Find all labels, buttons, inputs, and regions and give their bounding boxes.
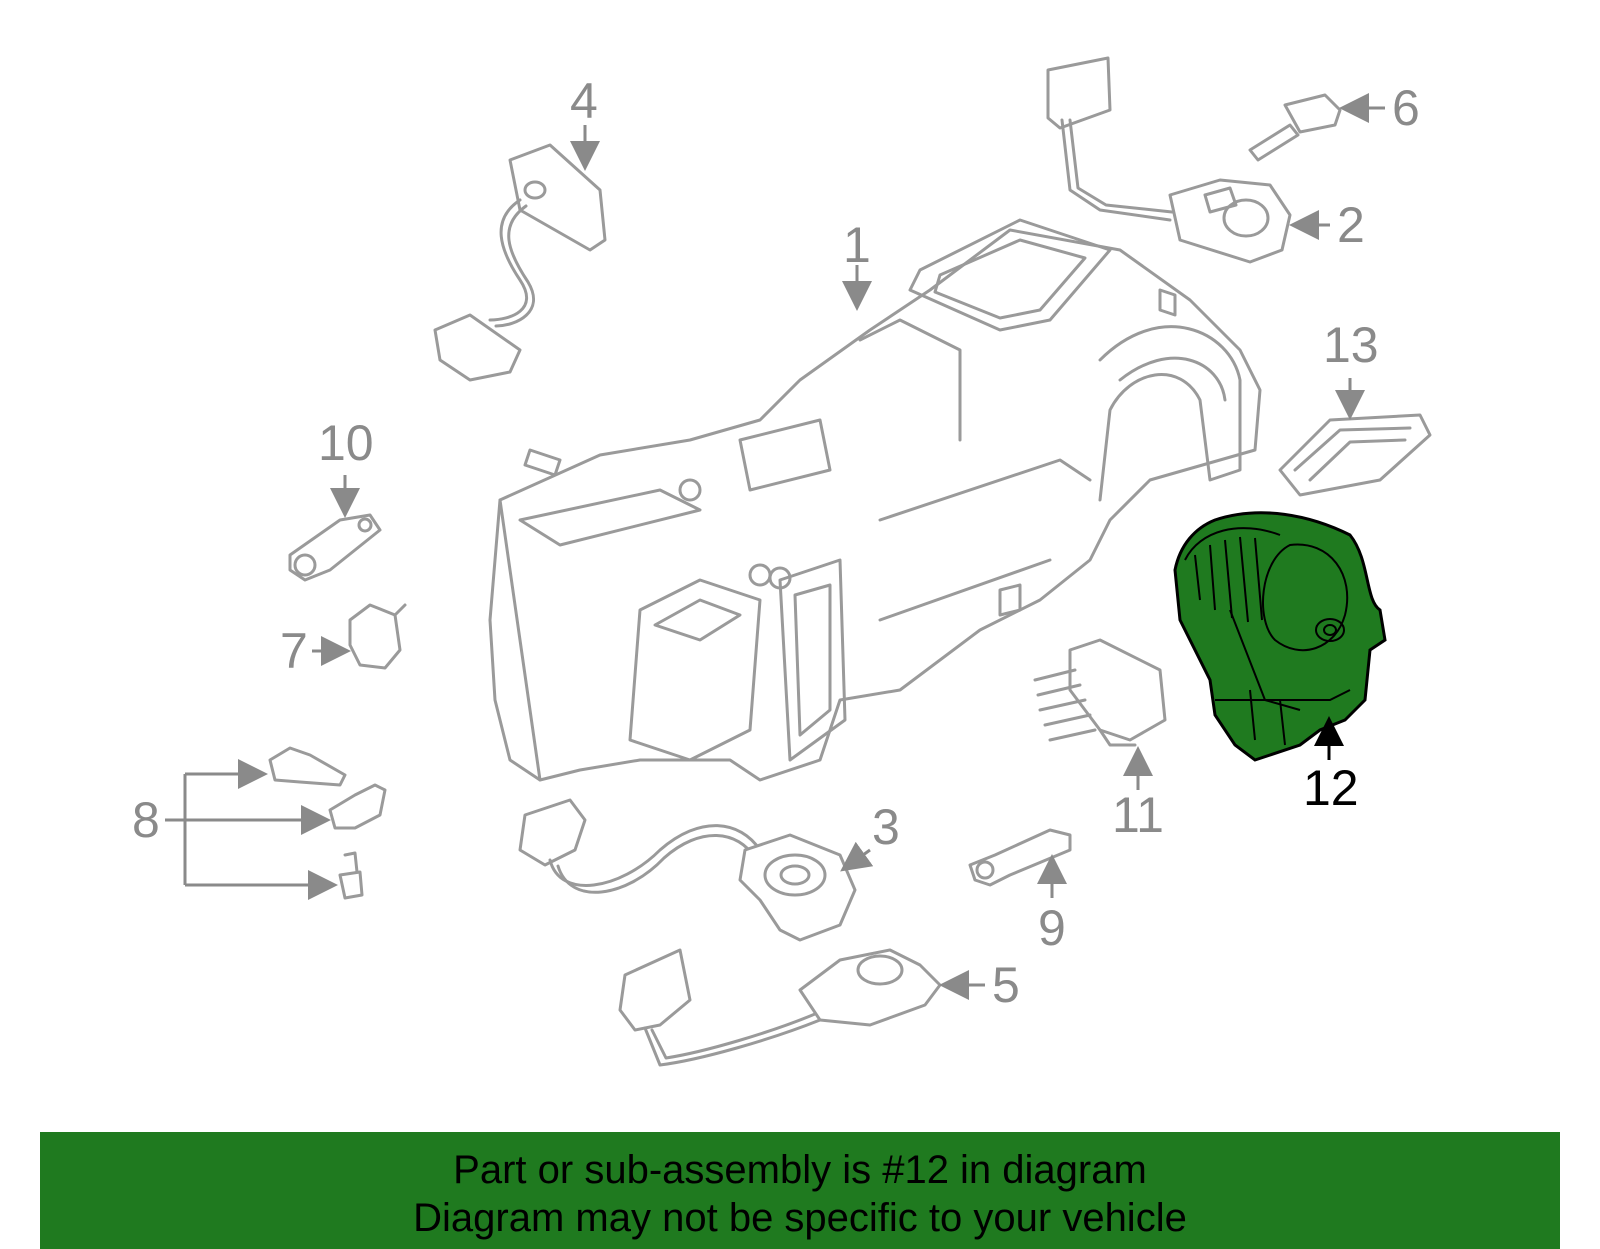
part-1-hvac-housing (488, 218, 1262, 782)
part-2-actuator (1046, 56, 1292, 264)
part-13-filter (1278, 413, 1432, 497)
callout-2: 2 (1337, 197, 1365, 253)
callout-3: 3 (872, 799, 900, 855)
parts-diagram: 1 2 3 4 5 6 7 8 9 10 11 12 13 (132, 56, 1432, 1067)
callout-10: 10 (318, 415, 374, 471)
part-7-sensor (348, 603, 407, 670)
banner-line-part-number: Part or sub-assembly is #12 in diagram (453, 1147, 1147, 1192)
callout-leaders (165, 93, 1385, 1000)
info-banner: Part or sub-assembly is #12 in diagram D… (40, 1132, 1560, 1249)
part-5-actuator (618, 948, 942, 1067)
banner-line-disclaimer: Diagram may not be specific to your vehi… (413, 1195, 1187, 1240)
part-4-actuator (433, 143, 607, 382)
part-10-lever (288, 513, 382, 582)
part-8-clips-bolt (268, 746, 387, 900)
part-6-sensor (1248, 93, 1342, 162)
part-11-resistor (1033, 638, 1167, 747)
callout-6: 6 (1392, 80, 1420, 136)
callout-5: 5 (992, 957, 1020, 1013)
part-12-blower-motor (1173, 511, 1387, 762)
callout-13: 13 (1323, 317, 1379, 373)
callout-9: 9 (1038, 900, 1066, 956)
callout-12: 12 (1303, 760, 1359, 816)
part-9-link (968, 828, 1072, 887)
callout-11: 11 (1112, 787, 1164, 843)
callout-4: 4 (570, 73, 598, 129)
callout-7: 7 (280, 623, 308, 679)
callout-8: 8 (132, 792, 160, 848)
part-3-mode-actuator (518, 798, 857, 942)
callout-1: 1 (843, 217, 871, 273)
